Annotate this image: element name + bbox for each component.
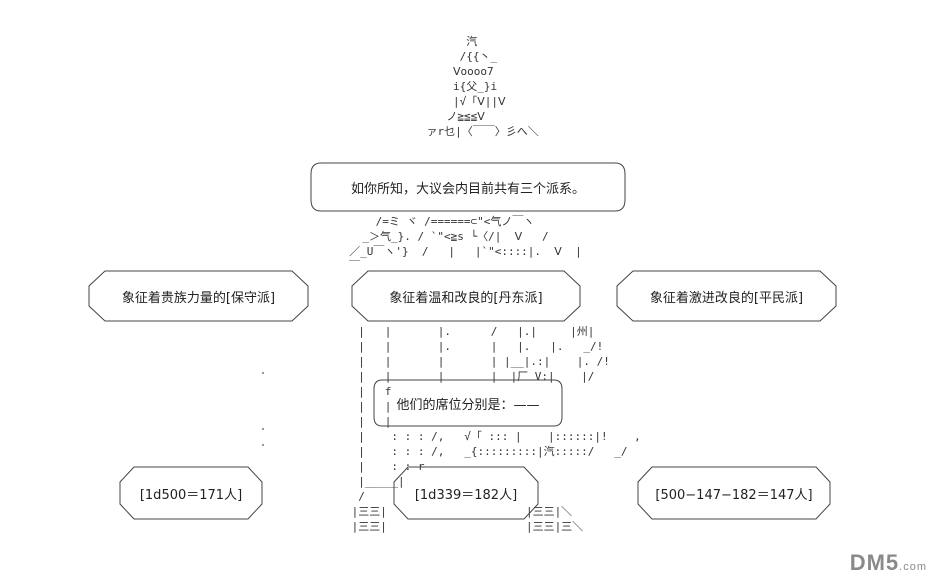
seats-speech-bubble: 他们的席位分别是：—— bbox=[370, 377, 566, 429]
seats-danton-box: [1d339＝182人] bbox=[390, 464, 542, 522]
faction-danton-label: 象征着温和改良的[丹东派] bbox=[389, 290, 543, 306]
intro-text: 如你所知，大议会内目前共有三个派系。 bbox=[350, 181, 585, 197]
seats-conservative-box: [1d500＝171人] bbox=[116, 464, 266, 522]
seats-plebeian-value: [500−147−182＝147人] bbox=[655, 487, 813, 503]
faction-conservative-label: 象征着贵族力量的[保守派] bbox=[121, 290, 276, 306]
bubble-outline bbox=[88, 270, 309, 322]
bubble-outline bbox=[373, 379, 563, 427]
decorative-dot bbox=[262, 428, 264, 430]
faction-plebeian-bubble: 象征着激进改良的[平民派] bbox=[613, 268, 840, 324]
ascii-art-figure-body: /=ミ ヾ /======⊂"<气ノ￣ヽ _＞气_}. / `"<≧s └〈/|… bbox=[349, 215, 582, 273]
site-watermark: DM5.com bbox=[850, 550, 927, 576]
intro-speech-bubble: 如你所知，大议会内目前共有三个派系。 bbox=[307, 160, 629, 214]
faction-danton-bubble: 象征着温和改良的[丹东派] bbox=[348, 268, 584, 324]
seats-intro-text: 他们的席位分别是：—— bbox=[396, 397, 540, 413]
bubble-outline bbox=[616, 270, 837, 322]
ascii-art-figure-head: 汽 /{{丶_ Ⅴoooo7 i{父_}i |√「Ⅴ||Ⅴ ノ≧≦≦Ⅴ ァr乜|… bbox=[426, 35, 539, 138]
bubble-outline bbox=[351, 270, 581, 322]
decorative-dot bbox=[262, 372, 264, 374]
decorative-dot bbox=[262, 444, 264, 446]
faction-conservative-bubble: 象征着贵族力量的[保守派] bbox=[85, 268, 312, 324]
bubble-outline bbox=[393, 466, 539, 520]
ascii-art-figure-lower: | | |. / |.| |州| | | |. | |. |. _/! | | … bbox=[351, 325, 641, 533]
faction-plebeian-label: 象征着激进改良的[平民派] bbox=[649, 290, 804, 306]
seats-plebeian-box: [500−147−182＝147人] bbox=[634, 464, 834, 522]
watermark-domain: .com bbox=[899, 561, 927, 573]
bubble-outline bbox=[637, 466, 831, 520]
seats-conservative-value: [1d500＝171人] bbox=[139, 487, 243, 503]
watermark-brand: DM5 bbox=[849, 550, 900, 575]
bubble-outline bbox=[310, 162, 626, 212]
seats-danton-value: [1d339＝182人] bbox=[414, 487, 518, 503]
bubble-outline bbox=[119, 466, 263, 520]
